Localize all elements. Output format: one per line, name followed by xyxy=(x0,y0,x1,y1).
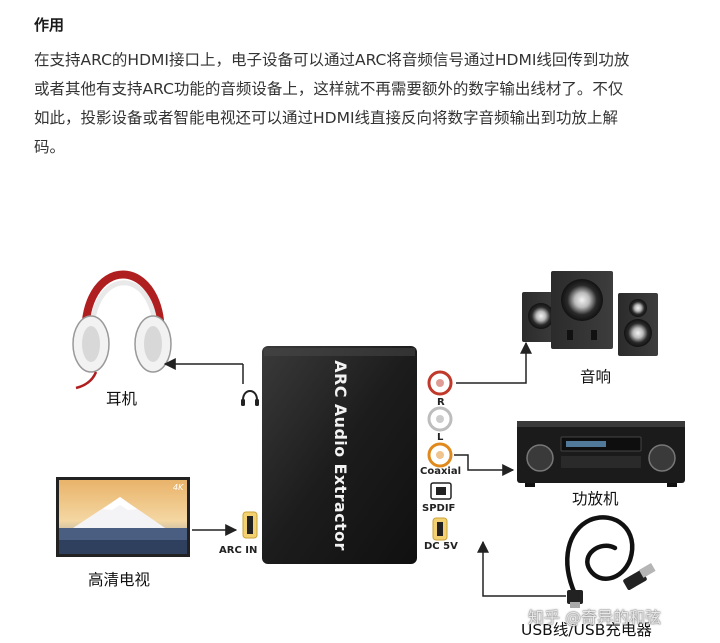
hdmi-port-icon xyxy=(242,511,258,539)
tv-image: 4K xyxy=(56,477,190,557)
port-l-white xyxy=(427,406,453,432)
port-label-coaxial: Coaxial xyxy=(420,466,462,477)
headphones-image xyxy=(72,270,172,390)
caption-speakers: 音响 xyxy=(580,368,612,386)
speakers-arrow xyxy=(456,341,532,384)
port-spdif-optical xyxy=(430,482,452,500)
paragraph-line: 如此，投影设备或者智能电视还可以通过HDMI线直接反向将数字音频输出到功放上解 xyxy=(34,109,619,127)
port-label-l: L xyxy=(437,432,444,443)
port-label-r: R xyxy=(437,397,445,408)
section-heading: 作用 xyxy=(34,16,65,34)
speakers-image xyxy=(522,271,658,356)
caption-tv: 高清电视 xyxy=(88,571,151,589)
paragraph-line: 在支持ARC的HDMI接口上，电子设备可以通过ARC将音频信号通过HDMI线回传… xyxy=(34,51,630,69)
caption-amplifier: 功放机 xyxy=(572,490,619,508)
port-label-spdif: SPDIF xyxy=(422,503,456,514)
paragraph-line: 或者其他有支持ARC功能的音频设备上，这样就不再需要额外的数字输出线材了。不仅 xyxy=(34,80,624,98)
arc-audio-extractor-box xyxy=(262,346,417,564)
paragraph-line: 码。 xyxy=(34,138,66,156)
tv-badge: 4K xyxy=(173,483,184,492)
amplifier-image xyxy=(517,421,685,487)
port-r-red xyxy=(427,370,453,396)
description-paragraph: 在支持ARC的HDMI接口上，电子设备可以通过ARC将音频信号通过HDMI线回传… xyxy=(34,46,694,162)
headphone-jack-icon xyxy=(241,390,259,406)
port-coaxial-orange xyxy=(427,442,453,468)
caption-headphones: 耳机 xyxy=(106,390,138,408)
watermark: 知乎 @奇异的和弦 xyxy=(528,608,662,627)
port-dc-5v xyxy=(432,517,448,541)
port-label-arc-in: ARC IN xyxy=(219,545,258,556)
caption-usb: USB线/USB充电器 xyxy=(521,621,652,639)
port-label-dc: DC 5V xyxy=(424,541,458,552)
usb-cable-image xyxy=(565,515,656,608)
amplifier-arrow xyxy=(454,454,515,476)
usb-arrow xyxy=(477,540,566,597)
